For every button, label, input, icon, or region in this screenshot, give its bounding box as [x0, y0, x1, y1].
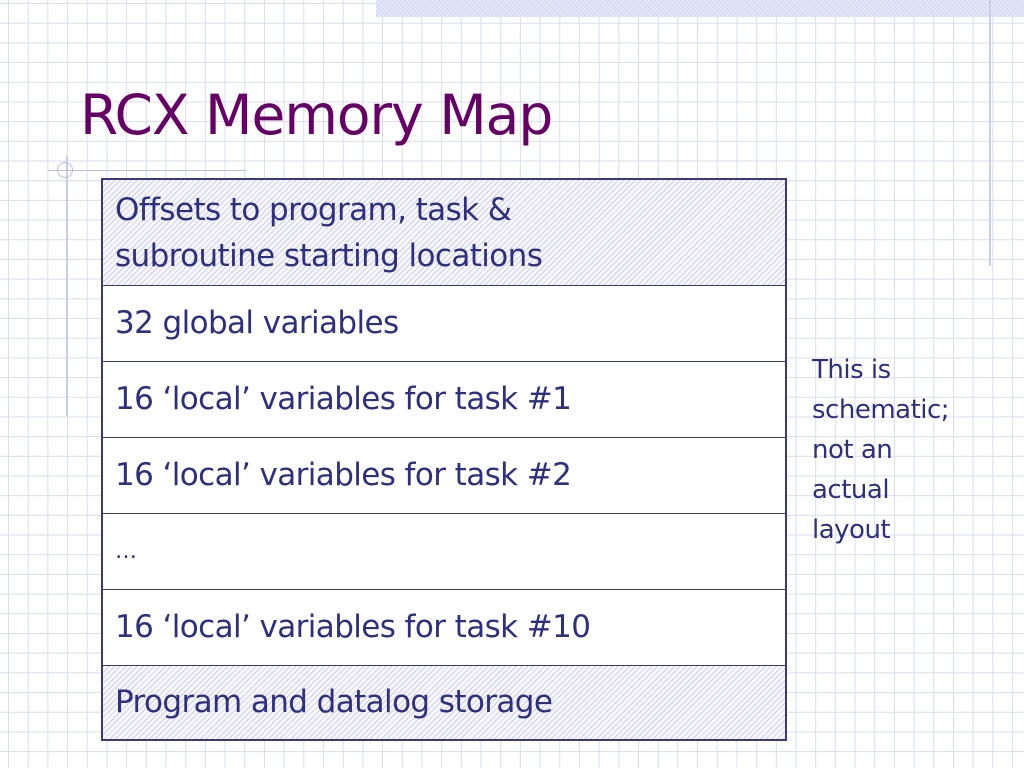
side-note-line: layout: [812, 515, 891, 545]
memory-map-table: Offsets to program, task & subroutine st…: [101, 178, 787, 741]
row-task-2-variables-text: 16 ‘local’ variables for task #2: [115, 457, 572, 494]
row-ellipsis: …: [103, 514, 785, 590]
top-decorative-band: [376, 0, 1024, 17]
crosshair-ring-icon: [57, 162, 73, 178]
row-offsets: Offsets to program, task & subroutine st…: [103, 180, 785, 286]
row-offsets-line-1: Offsets to program, task &: [115, 191, 512, 228]
side-note-line: This is: [812, 355, 891, 385]
side-note: This is schematic; not an actual layout: [812, 350, 1002, 550]
row-ellipsis-text: …: [115, 538, 137, 564]
row-program-datalog-storage: Program and datalog storage: [103, 666, 785, 739]
row-offsets-line-2: subroutine starting locations: [115, 237, 543, 274]
side-note-line: not an: [812, 435, 893, 465]
row-task-2-variables: 16 ‘local’ variables for task #2: [103, 438, 785, 514]
row-program-datalog-storage-text: Program and datalog storage: [115, 684, 553, 721]
side-note-line: actual: [812, 475, 890, 505]
title-underline-rule: [48, 170, 246, 171]
row-global-variables: 32 global variables: [103, 286, 785, 362]
left-vertical-rule: [66, 156, 68, 416]
row-task-10-variables: 16 ‘local’ variables for task #10: [103, 590, 785, 666]
slide-title: RCX Memory Map: [80, 83, 553, 147]
row-offsets-text: Offsets to program, task & subroutine st…: [115, 187, 543, 279]
row-task-1-variables: 16 ‘local’ variables for task #1: [103, 362, 785, 438]
row-global-variables-text: 32 global variables: [115, 305, 399, 342]
side-note-line: schematic;: [812, 395, 950, 425]
row-task-1-variables-text: 16 ‘local’ variables for task #1: [115, 381, 572, 418]
right-vertical-rule: [989, 0, 991, 266]
row-task-10-variables-text: 16 ‘local’ variables for task #10: [115, 609, 591, 646]
